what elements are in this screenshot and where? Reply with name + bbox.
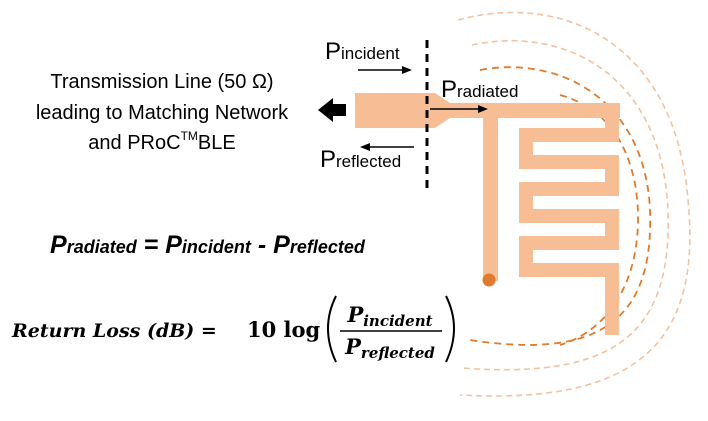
label-p-incident: Pincident bbox=[325, 38, 400, 65]
label-p-radiated: Pradiated bbox=[441, 76, 518, 103]
tl-line-1: Transmission Line (50 Ω) bbox=[50, 71, 273, 93]
fraction-denominator: Preflected bbox=[344, 334, 435, 362]
wave-arc-4 bbox=[559, 94, 639, 346]
tl-line-2: leading to Matching Network bbox=[36, 102, 289, 124]
return-loss-equation: Return Loss (dB) = 10 log Pincident Pref… bbox=[11, 295, 455, 363]
radiated-arrow bbox=[430, 105, 488, 113]
right-paren bbox=[445, 295, 455, 363]
wave-arc-3 bbox=[469, 66, 652, 346]
fraction-numerator: Pincident bbox=[346, 302, 432, 330]
label-p-reflected: Preflected bbox=[320, 146, 401, 173]
power-balance-equation: Pradiated = Pincident - Preflected bbox=[50, 231, 366, 259]
leftward-arrow-icon bbox=[318, 98, 346, 122]
incident-arrow bbox=[358, 66, 412, 74]
wave-arc-1 bbox=[457, 11, 691, 397]
radiation-waves bbox=[457, 11, 691, 397]
antenna-vertical-stub bbox=[483, 103, 498, 281]
reflected-arrow bbox=[360, 143, 414, 151]
transmission-line-label: Transmission Line (50 Ω) leading to Matc… bbox=[36, 71, 289, 154]
return-loss-log: 10 log bbox=[247, 317, 321, 342]
meander-line bbox=[519, 110, 619, 335]
tl-line-3: and PRoCTMBLE bbox=[88, 129, 235, 154]
feed-point-dot bbox=[482, 273, 496, 287]
left-paren bbox=[327, 295, 337, 363]
power-arrows bbox=[318, 66, 488, 151]
return-loss-lhs: Return Loss (dB) = bbox=[11, 320, 223, 342]
antenna bbox=[355, 93, 620, 335]
